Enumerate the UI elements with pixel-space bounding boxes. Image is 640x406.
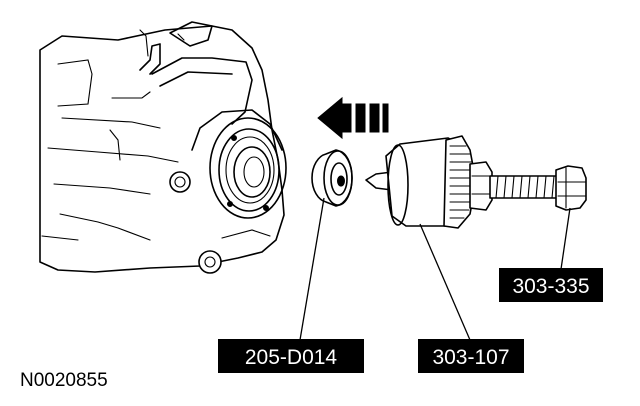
arrow-left-icon [317,96,389,140]
label-seal: 205-D014 [218,339,364,373]
installer-tool [365,135,477,229]
label-installer: 303-107 [418,339,524,373]
figure-id: N0020855 [20,370,108,391]
label-installer-text: 303-107 [432,346,509,369]
seal-part [311,149,353,207]
leader-lines [299,197,571,341]
label-handle-text: 303-335 [512,275,589,298]
label-handle: 303-335 [499,268,603,302]
label-seal-text: 205-D014 [245,346,338,369]
engine-housing [39,21,287,274]
handle-tool [469,161,587,211]
